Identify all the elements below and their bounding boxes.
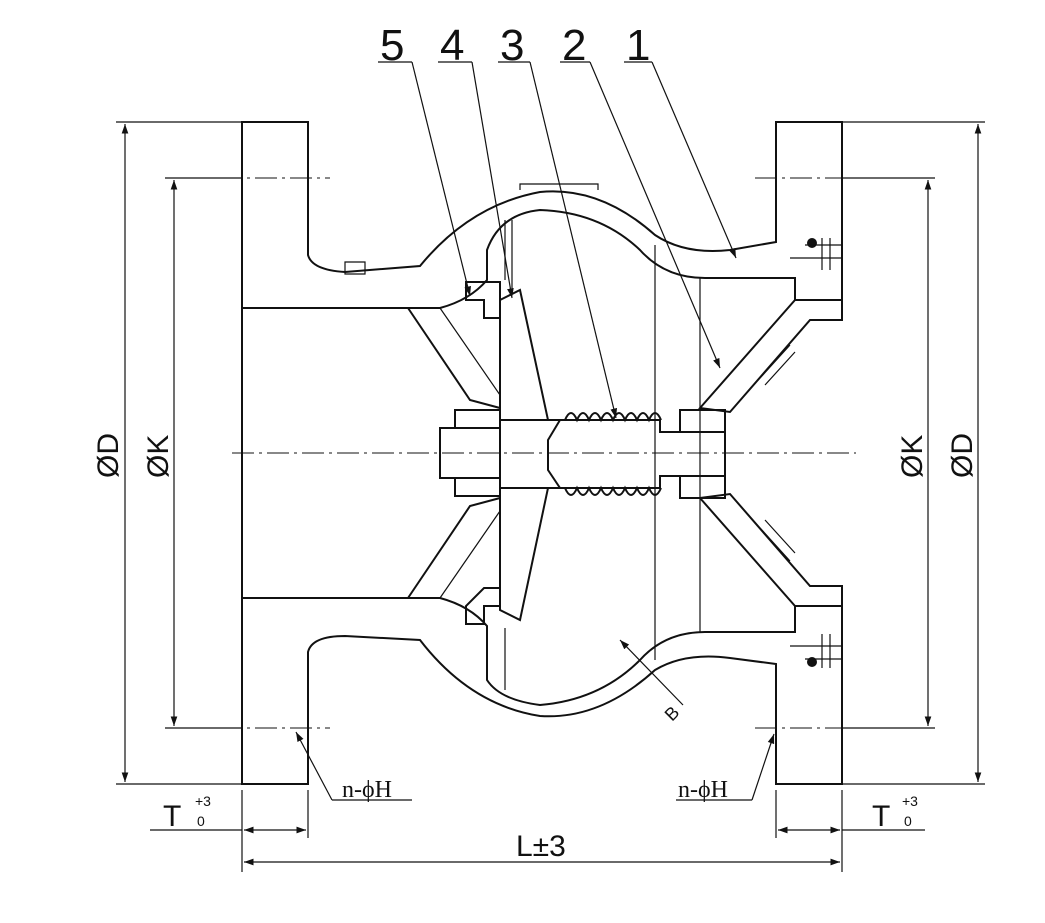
dim-bolt-holes-left: n-ϕH <box>342 777 392 803</box>
seat-ring-upper <box>465 281 501 319</box>
part-number-2: 2 <box>562 21 586 70</box>
dim-bolt-circle-right: ØK <box>896 435 929 478</box>
dim-wall-thickness: B <box>661 702 684 725</box>
disc <box>499 288 562 622</box>
left-flange-upper <box>241 121 843 309</box>
body-lower <box>241 597 843 785</box>
seat-ring-lower <box>465 587 501 625</box>
right-seal-upper <box>790 238 842 270</box>
guide-strut-upper <box>698 299 843 414</box>
guide-strut-lower <box>698 492 843 607</box>
tol-upper-right: +3 <box>902 793 918 809</box>
tol-upper-left: +3 <box>195 793 211 809</box>
part-number-4: 4 <box>440 21 464 70</box>
part-number-5: 5 <box>380 21 404 70</box>
tol-lower-left: 0 <box>197 813 205 829</box>
right-seal-lower <box>790 634 842 668</box>
dim-face-to-face: L±3 <box>516 830 566 863</box>
dim-flange-thickness-left: T <box>163 800 181 833</box>
dim-bolt-holes-right: n-ϕH <box>678 777 728 803</box>
dim-flange-thickness-right: T <box>872 800 890 833</box>
dim-outer-diameter-left: ØD <box>92 433 125 478</box>
part-number-3: 3 <box>500 21 524 70</box>
dim-outer-diameter-right: ØD <box>946 433 979 478</box>
spring <box>564 412 662 496</box>
dim-bolt-circle-left: ØK <box>142 435 175 478</box>
part-number-1: 1 <box>626 21 650 70</box>
tol-lower-right: 0 <box>904 813 912 829</box>
